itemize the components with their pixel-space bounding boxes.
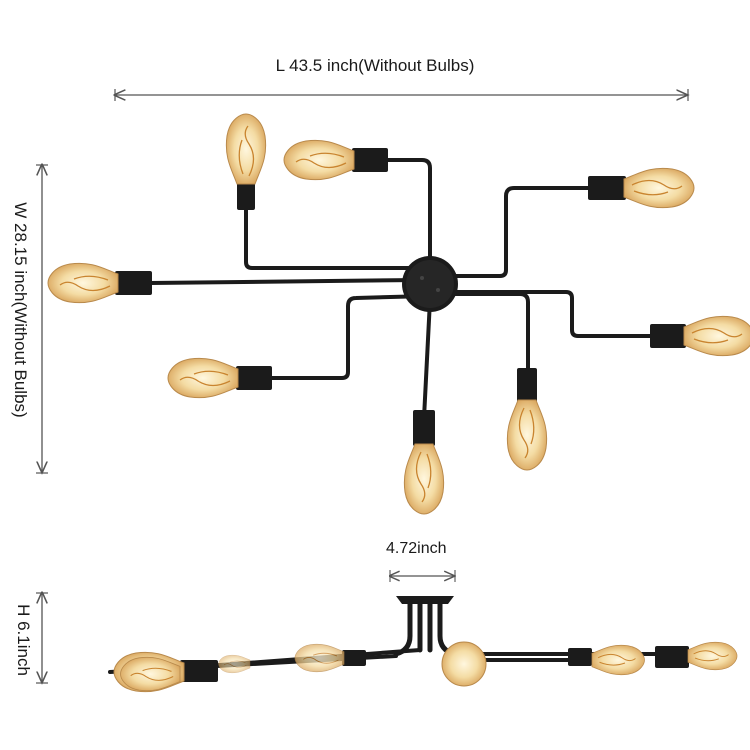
canopy-dimension-label: 4.72inch <box>386 540 447 557</box>
length-dimension-line <box>115 89 688 101</box>
bulb-icon <box>113 641 738 693</box>
length-dimension-label: L 43.5 inch(Without Bulbs) <box>275 56 475 75</box>
canopy-icon <box>402 256 458 312</box>
canopy-dimension-line <box>390 570 455 582</box>
socket-icon <box>115 148 686 446</box>
height-dimension-line <box>36 593 48 683</box>
bulb-icon <box>47 113 750 515</box>
side-view-fixture <box>108 596 738 693</box>
width-dimension-line <box>36 165 48 473</box>
top-view-arms <box>148 158 654 420</box>
